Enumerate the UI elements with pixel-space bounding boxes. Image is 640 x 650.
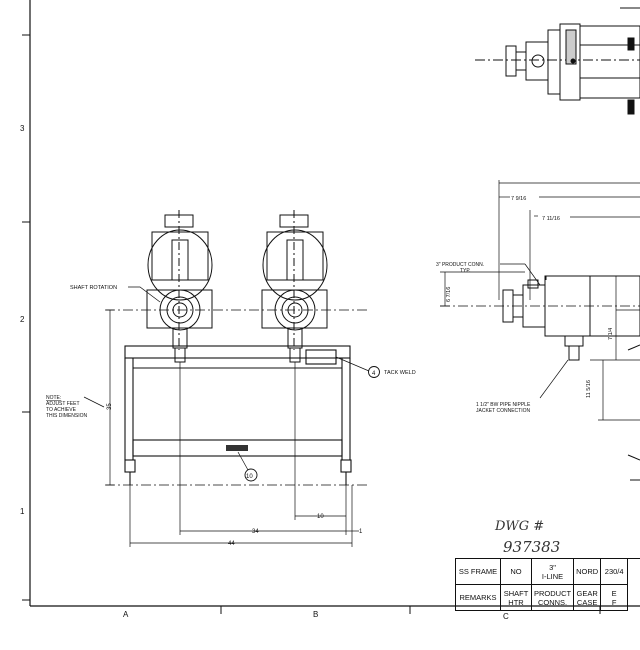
adjust-feet-note: NOTE: ADJUST FEET TO ACHIEVE THIS DIMENS… <box>46 395 105 419</box>
right-side-view <box>440 275 640 481</box>
handwritten-dwg-value: 937383 <box>503 538 560 556</box>
column-label-b: B <box>313 610 318 619</box>
row-label-2: 2 <box>20 315 25 324</box>
pipe-nipple-line-2: JACKET CONNECTION <box>476 408 530 414</box>
title-block: SS FRAME NO 3" I-LINE NORD 230/4 REMARKS… <box>455 558 640 611</box>
shaft-rotation-label: SHAFT ROTATION <box>70 285 117 291</box>
title-cell: NORD <box>573 559 602 585</box>
title-cell: SHAFT HTR <box>500 584 532 611</box>
title-cell: 3" I-LINE <box>531 559 575 585</box>
callout-10: 10 <box>246 474 253 480</box>
row-label-1: 1 <box>20 507 25 516</box>
title-block-row: REMARKS SHAFT HTR PRODUCT CONNS. GEAR CA… <box>456 584 629 611</box>
dim-44: 44 <box>228 541 235 547</box>
title-cell: SS FRAME <box>456 559 501 585</box>
tack-weld-label: TACK WELD <box>384 370 416 376</box>
callout-4: 4 <box>372 371 376 377</box>
title-cell: GEAR CASE <box>573 584 602 611</box>
note-line-4: THIS DIMENSION <box>46 413 88 419</box>
title-cell: 230/4 <box>600 559 629 585</box>
pump-right <box>261 210 328 363</box>
dim-7-9-16: 7 9/16 <box>511 196 526 202</box>
note-line-1: NOTE: <box>46 395 61 401</box>
sheet-border <box>22 0 640 614</box>
nameplate <box>226 445 248 451</box>
title-cell: PRODUCT CONNS. <box>531 584 575 611</box>
title-block-table: SS FRAME NO 3" I-LINE NORD 230/4 REMARKS… <box>456 559 629 611</box>
shaft-rotation-callout: SHAFT ROTATION <box>70 285 161 303</box>
column-label-c: C <box>503 612 509 621</box>
right-view-notes: 3" PRODUCT CONN. TYP. 1 1/2" BW PIPE NIP… <box>436 262 531 414</box>
nameplate-callout: 10 <box>237 451 258 482</box>
title-cell: E F <box>600 584 629 611</box>
product-conn-line-2: TYP. <box>460 268 470 274</box>
row-label-3: 3 <box>20 124 25 133</box>
handwritten-dwg-number: DWG # 937383 <box>494 519 560 556</box>
note-line-2: ADJUST FEET <box>46 401 80 407</box>
front-dimensions <box>106 309 359 547</box>
right-view-dimension-values: 7 9/16 7 11/16 6 7/16 7 1/4 11 5/16 <box>446 196 614 398</box>
column-label-a: A <box>123 610 129 619</box>
title-cell: NO <box>500 559 532 585</box>
title-cell: REMARKS <box>456 584 501 611</box>
right-view-dimensions <box>440 180 640 421</box>
dim-35: 35 <box>107 403 113 410</box>
note-line-3: TO ACHIEVE <box>46 407 77 413</box>
top-side-view <box>475 7 640 115</box>
pump-left <box>146 210 213 363</box>
dim-6-7-16: 6 7/16 <box>446 287 452 302</box>
support-frame <box>124 345 352 485</box>
dim-11-5-16: 11 5/16 <box>586 380 592 398</box>
title-block-row: SS FRAME NO 3" I-LINE NORD 230/4 <box>456 559 629 585</box>
dim-34: 34 <box>252 529 259 535</box>
border-zone-labels: 3 2 1 A B C <box>20 124 509 621</box>
pipe-nipple-line-1: 1 1/2" BW PIPE NIPPLE <box>476 402 531 408</box>
product-conn-line-1: 3" PRODUCT CONN. <box>436 262 484 268</box>
handwritten-dwg-label: DWG # <box>494 519 544 534</box>
dim-7-1-4: 7 1/4 <box>608 328 614 340</box>
tack-weld-callout: 4 TACK WELD <box>335 356 416 378</box>
dim-7-11-16: 7 11/16 <box>542 216 560 222</box>
dim-10: 10 <box>317 514 324 520</box>
front-dimension-values: 35 10 1 34 44 <box>107 403 363 547</box>
dim-1: 1 <box>359 529 363 535</box>
